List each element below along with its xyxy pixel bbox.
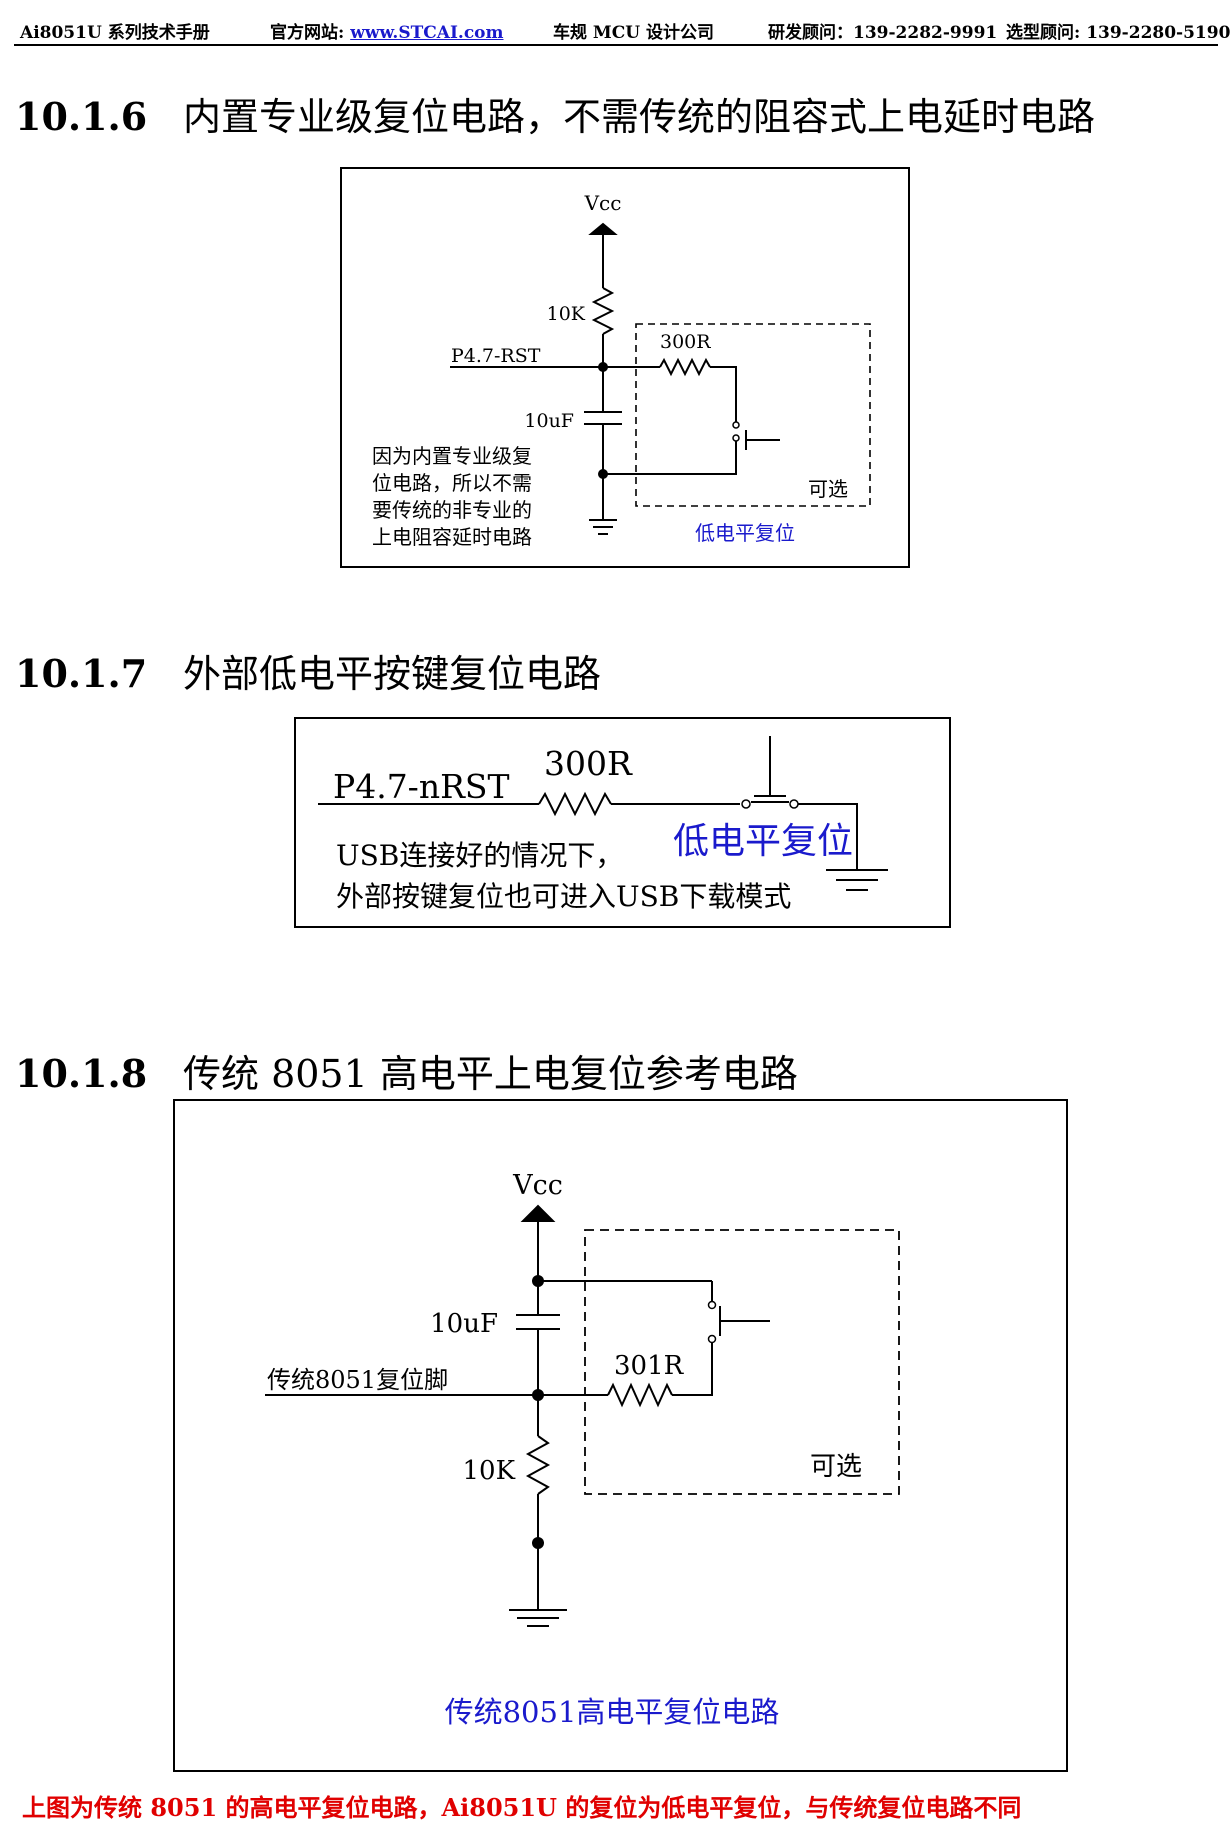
section-title: 外部低电平按键复位电路 — [183, 652, 602, 696]
figure1-note-line: 位电路，所以不需 — [372, 471, 532, 495]
figure3-frame — [173, 1099, 1068, 1772]
figure2-frame — [294, 717, 951, 928]
vcc-arrow-icon — [520, 1204, 556, 1222]
header-divider — [14, 44, 1218, 46]
footnote: 上图为传统 8051 的高电平复位电路，Ai8051U 的复位为低电平复位，与传… — [22, 1793, 1022, 1822]
figure1-note-line: 要传统的非专业的 — [372, 498, 532, 522]
figure3-resistor-series-label: 301R — [614, 1351, 685, 1381]
figure1-resistor-top-label: 10K — [547, 303, 586, 325]
junction-dot — [532, 1389, 544, 1401]
vcc-arrow-icon — [588, 222, 618, 235]
figure3-resistor-bottom-label: 10K — [462, 1456, 515, 1486]
resistor-10k-symbol — [591, 287, 615, 335]
figure1-caption: 低电平复位 — [695, 521, 795, 545]
header-selection-consultant: 选型顾问: 139-2280-5190 — [1006, 23, 1231, 43]
optional-dashed-box — [635, 323, 871, 507]
website-link[interactable]: www.STCAI.com — [350, 23, 504, 43]
section-number: 10.1.8 — [15, 1051, 148, 1096]
figure3-caption: 传统8051高电平复位电路 — [445, 1695, 780, 1729]
header-website-label: 官方网站: — [270, 23, 345, 43]
junction-dot — [532, 1537, 544, 1549]
optional-dashed-box — [584, 1229, 900, 1495]
header-company: 车规 MCU 设计公司 — [553, 23, 715, 43]
figure3-pin-label: 传统8051复位脚 — [267, 1366, 448, 1394]
junction-dot — [598, 362, 608, 372]
figure1-note-line: 上电阻容延时电路 — [372, 525, 532, 549]
figure2-caption: 低电平复位 — [673, 821, 853, 862]
figure1-optional-label: 可选 — [808, 477, 848, 501]
junction-dot — [532, 1275, 544, 1287]
figure1-capacitor-label: 10uF — [524, 410, 574, 432]
section-heading-1016: 10.1.6 内置专业级复位电路，不需传统的阻容式上电延时电路 — [15, 86, 1095, 141]
resistor-301r-symbol — [607, 1382, 673, 1408]
figure1-vcc-label: Vcc — [584, 191, 622, 215]
figure1-frame — [340, 167, 910, 568]
figure1-resistor-series-label: 300R — [660, 331, 711, 353]
section-heading-1018: 10.1.8 传统 8051 高电平上电复位参考电路 — [15, 1043, 798, 1098]
figure3-vcc-label: Vcc — [512, 1170, 563, 1201]
junction-dot — [598, 469, 608, 479]
section-title: 内置专业级复位电路，不需传统的阻容式上电延时电路 — [183, 95, 1096, 139]
resistor-300r-symbol — [659, 357, 711, 377]
figure1-pin-label: P4.7-RST — [451, 345, 541, 367]
section-heading-1017: 10.1.7 外部低电平按键复位电路 — [15, 643, 601, 698]
figure2-resistor-label: 300R — [544, 744, 633, 783]
resistor-10k-symbol — [525, 1435, 551, 1495]
section-number: 10.1.7 — [15, 651, 148, 696]
resistor-300r-symbol — [538, 791, 612, 817]
figure3-optional-label: 可选 — [810, 1452, 862, 1482]
figure1-note-line: 因为内置专业级复 — [372, 444, 532, 468]
figure3-capacitor-label: 10uF — [430, 1309, 498, 1339]
header-doc-title: Ai8051U 系列技术手册 — [20, 23, 210, 43]
figure2-pin-label: P4.7-nRST — [333, 767, 510, 806]
section-title: 传统 8051 高电平上电复位参考电路 — [183, 1052, 798, 1096]
figure2-note-line: 外部按键复位也可进入USB下载模式 — [336, 880, 791, 913]
figure2-note-line: USB连接好的情况下， — [336, 839, 623, 872]
section-number: 10.1.6 — [15, 94, 148, 139]
header-rd-consultant: 研发顾问：139-2282-9991 — [768, 23, 998, 43]
header-website: 官方网站: www.STCAI.com — [270, 18, 504, 43]
